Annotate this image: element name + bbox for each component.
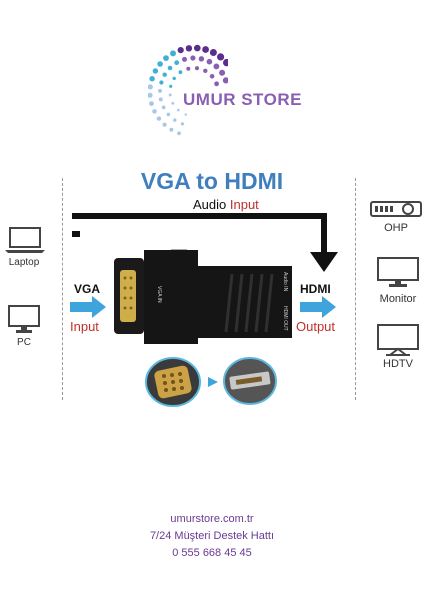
laptop-icon <box>5 227 45 253</box>
logo-dot <box>162 72 167 77</box>
logo-dot <box>148 84 153 90</box>
audio-in-port-label: Audio IN <box>282 272 288 292</box>
audio-input-label: Audio Input <box>193 197 259 212</box>
logo-dot <box>167 65 173 71</box>
logo-dot <box>158 88 162 93</box>
vga-to-hdmi-adapter: VGA IN Audio IN HDMI OUT <box>114 249 292 344</box>
logo-dot <box>170 50 176 57</box>
vga-connector-closeup <box>145 357 201 407</box>
logo-dot <box>177 47 184 54</box>
hdmi-label: HDMI <box>300 282 331 296</box>
logo-dot <box>158 97 163 102</box>
logo-dot <box>168 93 172 97</box>
logo-dot <box>203 68 208 73</box>
audio-cable-arrow <box>72 213 338 272</box>
logo-dot <box>186 66 191 71</box>
logo-dot <box>166 112 171 117</box>
logo-dot <box>184 113 187 116</box>
audio-word: Audio <box>193 197 227 212</box>
logo-dot <box>194 66 200 71</box>
logo-dot <box>169 127 174 132</box>
monitor-icon <box>377 257 419 287</box>
logo-dot <box>209 49 217 56</box>
tv-icon <box>377 324 419 356</box>
left-divider <box>62 178 63 400</box>
logo-dot <box>156 116 162 121</box>
logo-dot <box>222 77 228 84</box>
logo-dot <box>174 60 180 66</box>
logo-dot <box>149 76 155 82</box>
logo-dot <box>178 70 183 75</box>
hdmi-output-label: Output <box>296 319 336 334</box>
hdmi-out-port-label: HDMI OUT <box>282 306 288 331</box>
logo-dot <box>177 131 181 136</box>
footer-contact: umurstore.com.tr 7/24 Müşteri Destek Hat… <box>0 511 424 562</box>
diagram-title: VGA to HDMI <box>140 168 284 194</box>
logo-dot <box>182 56 187 62</box>
website-link[interactable]: umurstore.com.tr <box>170 513 254 525</box>
right-divider <box>355 178 356 400</box>
logo-dot <box>173 118 177 122</box>
brand-name: UMUR STORE <box>183 90 302 109</box>
logo-dot <box>152 68 159 74</box>
hdmi-output-arrow <box>300 296 336 318</box>
logo-dot <box>213 63 220 70</box>
logo-dot <box>169 84 173 88</box>
logo-dot <box>206 58 213 65</box>
hdtv-label: HDTV <box>383 358 413 370</box>
logo-dot <box>172 76 176 81</box>
logo-dot <box>198 56 205 62</box>
logo-dot <box>149 101 154 106</box>
logo-dot <box>157 61 163 67</box>
logo-dot <box>162 122 167 127</box>
pc-label: PC <box>17 337 31 348</box>
logo-dot <box>194 44 201 52</box>
ohp-label: OHP <box>384 222 408 234</box>
audio-input-word: Input <box>229 197 259 212</box>
pc-monitor-icon <box>8 305 40 333</box>
logo-dot <box>177 108 180 112</box>
logo-dot <box>185 45 193 52</box>
phone-number[interactable]: 0 555 668 45 45 <box>172 547 252 559</box>
connector-arrow-icon <box>208 377 218 387</box>
laptop-label: Laptop <box>8 257 40 268</box>
monitor-label: Monitor <box>379 293 417 305</box>
logo-dot <box>209 74 215 79</box>
logo-dot <box>159 80 164 85</box>
brand-logo-dots <box>148 44 228 136</box>
logo-dot <box>202 46 209 53</box>
logo-dot <box>223 58 228 67</box>
vga-input-arrow <box>70 296 106 318</box>
logo-dot <box>190 55 196 61</box>
support-line-label: 7/24 Müşteri Destek Hattı <box>149 530 275 542</box>
projector-icon <box>370 201 422 217</box>
vga-label: VGA <box>74 282 101 296</box>
logo-dot <box>161 105 166 110</box>
logo-dot <box>152 109 157 114</box>
logo-dot <box>217 53 225 61</box>
hdmi-connector-closeup <box>223 357 277 405</box>
vga-in-port-label: VGA IN <box>156 286 162 303</box>
logo-dot <box>219 69 226 76</box>
logo-dot <box>171 101 175 105</box>
logo-dot <box>180 122 184 126</box>
logo-dot <box>163 55 169 61</box>
logo-dot <box>148 92 153 98</box>
vga-input-label: Input <box>70 319 99 334</box>
logo-dot <box>214 81 219 87</box>
